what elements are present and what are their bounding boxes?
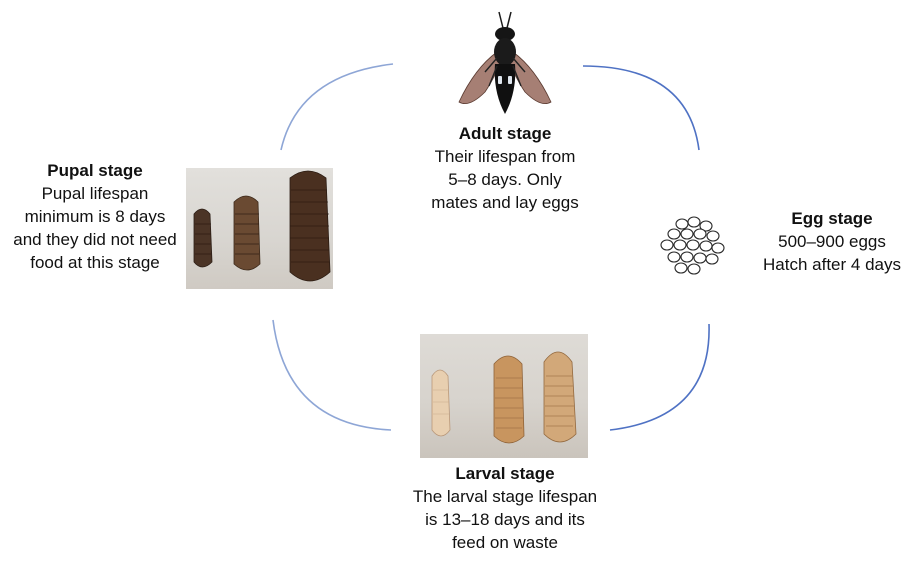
adult-stage-line-2: 5–8 days. Only [400,168,610,191]
egg-cluster-icon [656,212,728,276]
pupal-stage-line-2: minimum is 8 days [2,205,188,228]
pupae-photo [186,168,333,289]
arc-pupal-to-adult [281,64,393,150]
adult-stage-line-1: Their lifespan from [400,145,610,168]
adult-stage-line-3: mates and lay eggs [400,191,610,214]
arc-larval-to-pupal [273,320,391,430]
arc-egg-to-larval [610,324,709,430]
larval-stage-line-3: feed on waste [395,531,615,554]
larval-stage-label: Larval stage The larval stage lifespan i… [395,462,615,554]
adult-stage-title: Adult stage [400,122,610,145]
larval-stage-line-2: is 13–18 days and its [395,508,615,531]
egg-stage-line-1: 500–900 eggs [748,230,903,253]
larval-stage-line-1: The larval stage lifespan [395,485,615,508]
pupal-stage-label: Pupal stage Pupal lifespan minimum is 8 … [2,159,188,274]
adult-stage-label: Adult stage Their lifespan from 5–8 days… [400,122,610,214]
pupal-stage-line-4: food at this stage [2,251,188,274]
egg-stage-label: Egg stage 500–900 eggs Hatch after 4 day… [748,207,903,276]
larval-stage-title: Larval stage [395,462,615,485]
egg-stage-title: Egg stage [748,207,903,230]
pupal-stage-line-3: and they did not need [2,228,188,251]
egg-stage-line-2: Hatch after 4 days [748,253,903,276]
pupal-stage-title: Pupal stage [2,159,188,182]
fly-icon [445,10,565,118]
larvae-photo [420,334,588,458]
pupal-stage-line-1: Pupal lifespan [2,182,188,205]
